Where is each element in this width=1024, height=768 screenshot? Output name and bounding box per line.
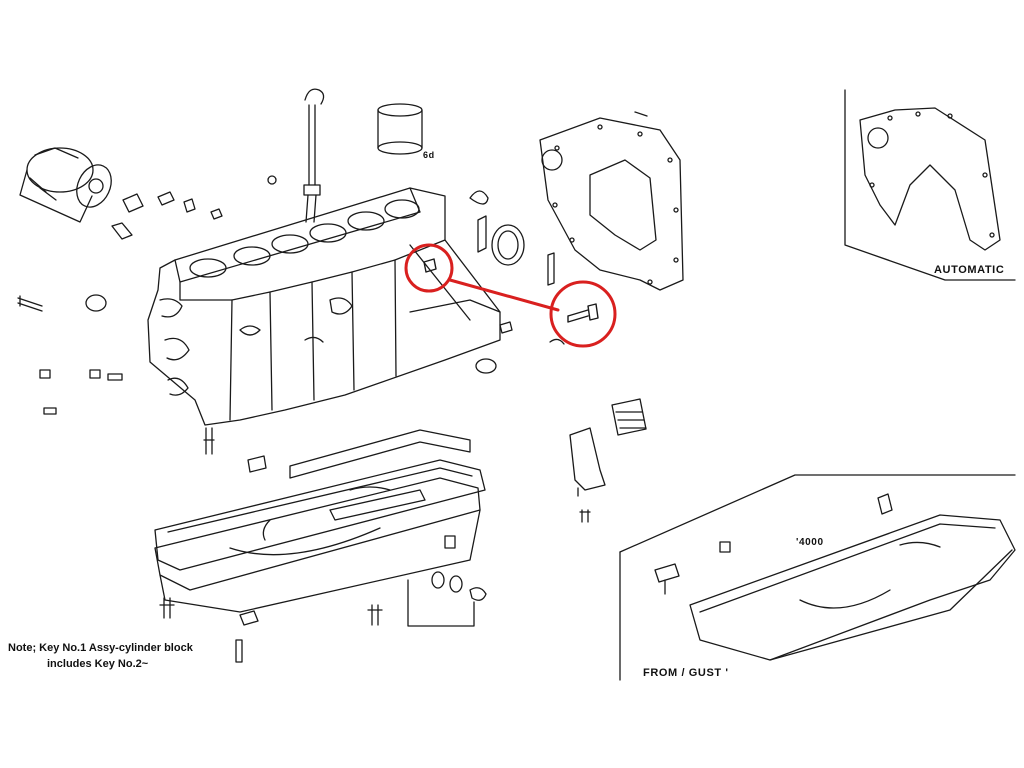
oil-pan-gaskets (154, 429, 486, 613)
rear-plate (539, 111, 684, 291)
alt-oil-pan-inset (619, 474, 1016, 681)
label-4000: '4000 (796, 537, 824, 548)
label-from-gust: FROM / GUST ' (643, 667, 729, 679)
label-automatic: AUTOMATIC (934, 264, 1005, 276)
rear-oil-seal (469, 190, 565, 374)
label-6d: 6d (423, 150, 435, 160)
highlight-circle-bolt (549, 280, 617, 348)
highlight-connector-line (448, 278, 560, 312)
key-note-line-2: includes Key No.2~ (47, 658, 149, 670)
dipstick (303, 88, 325, 223)
highlight-circle-block (404, 243, 454, 293)
small-fittings-left (17, 175, 277, 415)
key-note-line-1: Note; Key No.1 Assy-cylinder block (8, 642, 193, 654)
highlighted-bolt (567, 303, 599, 323)
highlighted-dowel (423, 258, 437, 273)
sleeve-part (377, 103, 423, 155)
highlight-annotation (404, 243, 617, 348)
automatic-inset (844, 89, 1016, 281)
key-note: Note; Key No.1 Assy-cylinder block inclu… (8, 640, 193, 672)
front-bolts (203, 427, 267, 473)
oil-filter (19, 147, 112, 223)
baffle-bracket (569, 398, 647, 523)
cylinder-block (147, 187, 501, 426)
drain-plug-parts (159, 535, 487, 663)
